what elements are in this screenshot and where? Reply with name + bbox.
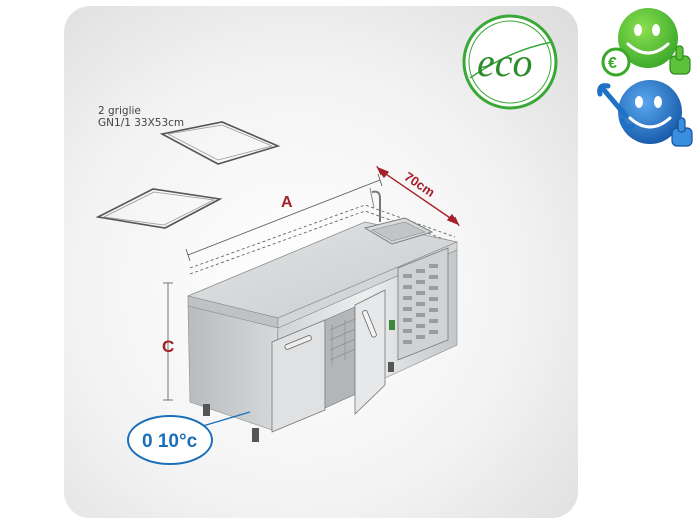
refrigerated-counter (186, 187, 459, 442)
temperature-label: 0 10°c (142, 431, 198, 452)
euro-smiley-thumbs-up-icon: € (601, 8, 691, 77)
depth-dimension-line (376, 165, 460, 227)
temperature-callout (127, 411, 251, 465)
grid-trays (95, 121, 281, 229)
wrench-smiley-thumbs-up-icon (597, 80, 693, 147)
eco-badge (462, 14, 558, 110)
length-dimension-line (185, 173, 383, 262)
grid-label-line1: 2 griglie (98, 105, 141, 117)
depth-label-70cm: 70cm (402, 169, 438, 200)
height-label-c: C (162, 337, 174, 356)
grid-label-line2: GN1/1 33X53cm (98, 117, 184, 129)
length-label-a: A (281, 194, 293, 211)
svg-text:€: € (608, 55, 617, 72)
height-dimension-line (163, 282, 173, 401)
eco-badge-text: eco (477, 40, 533, 85)
